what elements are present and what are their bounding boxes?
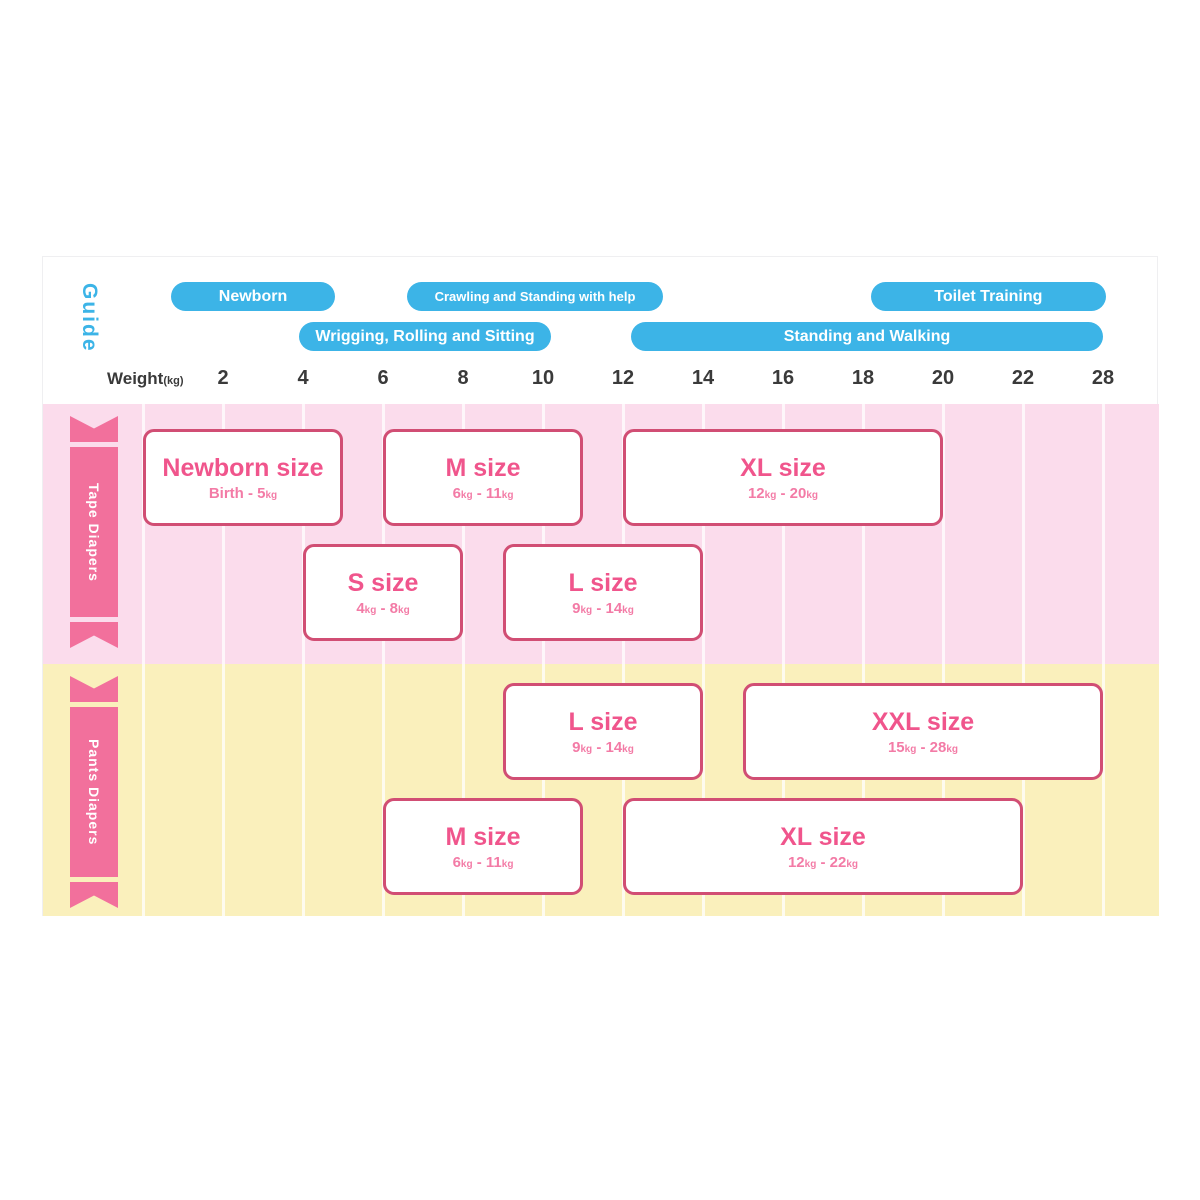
ribbon-notch-bottom — [70, 882, 118, 908]
size-box-range: 9kg - 14kg — [572, 599, 634, 617]
gridline — [221, 664, 225, 916]
pants-size-box-xxl-size: XXL size 15kg - 28kg — [743, 683, 1103, 780]
axis-tick: 4 — [297, 367, 309, 389]
tape-size-box-l-size: L size 9kg - 14kg — [503, 544, 703, 641]
axis-tick: 10 — [531, 367, 555, 389]
tape-size-box-m-size: M size 6kg - 11kg — [383, 429, 583, 526]
stage-pills: Newborn Crawling and Standing with help To… — [43, 257, 1157, 915]
gridline — [1021, 664, 1025, 916]
guide-panel: Guide Newborn Crawling and Standing with … — [42, 256, 1159, 916]
gridline — [221, 404, 225, 664]
size-box-title: M size — [445, 453, 521, 482]
gridline — [1021, 404, 1025, 664]
axis-tick: 22 — [1011, 367, 1035, 389]
size-box-title: L size — [568, 707, 638, 736]
pants-gridlines — [43, 664, 1159, 916]
axis-tick: 28 — [1091, 367, 1115, 389]
pants-diapers-ribbon: Pants Diapers — [70, 676, 118, 908]
stage-pill: Crawling and Standing with help — [407, 282, 663, 311]
size-box-title: XL size — [780, 822, 866, 851]
pants-size-box-m-size: M size 6kg - 11kg — [383, 798, 583, 895]
gridline — [941, 664, 945, 916]
gridline — [861, 664, 865, 916]
pants-size-box-xl-size: XL size 12kg - 22kg — [623, 798, 1023, 895]
gridline — [941, 404, 945, 664]
axis-tick: 8 — [457, 367, 469, 389]
stage-pill: Toilet Training — [871, 282, 1106, 311]
gridline — [541, 404, 545, 664]
gridline — [781, 664, 785, 916]
axis-tick: 12 — [611, 367, 635, 389]
tape-diapers-ribbon-label: Tape Diapers — [70, 447, 118, 617]
gridline — [701, 664, 705, 916]
tape-size-box-s-size: S size 4kg - 8kg — [303, 544, 463, 641]
gridline — [141, 404, 145, 664]
gridline — [301, 404, 305, 664]
size-box-range: Birth - 5kg — [208, 484, 278, 502]
stage-pill: Wrigging, Rolling and Sitting — [299, 322, 551, 351]
gridline — [381, 664, 385, 916]
size-box-title: Newborn size — [162, 453, 324, 482]
gridline — [1101, 404, 1105, 664]
size-box-range: 6kg - 11kg — [452, 484, 514, 502]
pants-size-box-l-size: L size 9kg - 14kg — [503, 683, 703, 780]
size-box-title: S size — [347, 568, 419, 597]
gridline — [621, 664, 625, 916]
gridline — [141, 664, 145, 916]
gridline — [461, 404, 465, 664]
weight-axis-unit: (kg) — [163, 375, 184, 387]
size-box-title: L size — [568, 568, 638, 597]
axis-tick: 16 — [771, 367, 795, 389]
gridline — [461, 664, 465, 916]
pants-diapers-ribbon-label: Pants Diapers — [70, 707, 118, 877]
gridline — [381, 404, 385, 664]
stage-pill: Standing and Walking — [631, 322, 1103, 351]
size-box-range: 15kg - 28kg — [887, 738, 959, 756]
size-box-range: 4kg - 8kg — [356, 599, 410, 617]
axis-tick: 20 — [931, 367, 955, 389]
size-box-range: 9kg - 14kg — [572, 738, 634, 756]
tape-size-box-xl-size: XL size 12kg - 20kg — [623, 429, 943, 526]
weight-axis: Weight(kg) 2 4 6 8 10 12 14 16 18 20 22 28 — [43, 257, 1157, 915]
size-box-title: XXL size — [871, 707, 975, 736]
weight-axis-label-text: Weight — [107, 369, 164, 388]
size-box-range: 12kg - 22kg — [787, 853, 859, 871]
axis-tick: 6 — [377, 367, 389, 389]
gridline — [861, 404, 865, 664]
axis-tick: 18 — [851, 367, 875, 389]
axis-tick: 14 — [691, 367, 715, 389]
size-box-range: 12kg - 20kg — [747, 484, 819, 502]
size-box-title: XL size — [740, 453, 826, 482]
pants-diapers-section: Pants Diapers L size 9kg - 14kg XXL size 15… — [43, 664, 1159, 916]
gridline — [541, 664, 545, 916]
size-box-title: M size — [445, 822, 521, 851]
axis-tick: 2 — [217, 367, 229, 389]
size-box-range: 6kg - 11kg — [452, 853, 514, 871]
guide-title: Guide — [78, 283, 101, 353]
stage-pill: Newborn — [171, 282, 335, 311]
ribbon-notch-bottom — [70, 622, 118, 648]
weight-axis-label: Weight(kg) — [107, 369, 184, 389]
gridline — [301, 664, 305, 916]
ribbon-notch-top — [70, 416, 118, 442]
tape-gridlines — [43, 404, 1159, 664]
tape-diapers-ribbon: Tape Diapers — [70, 416, 118, 648]
gridline — [701, 404, 705, 664]
gridline — [781, 404, 785, 664]
ribbon-notch-top — [70, 676, 118, 702]
gridline — [1101, 664, 1105, 916]
gridline — [621, 404, 625, 664]
